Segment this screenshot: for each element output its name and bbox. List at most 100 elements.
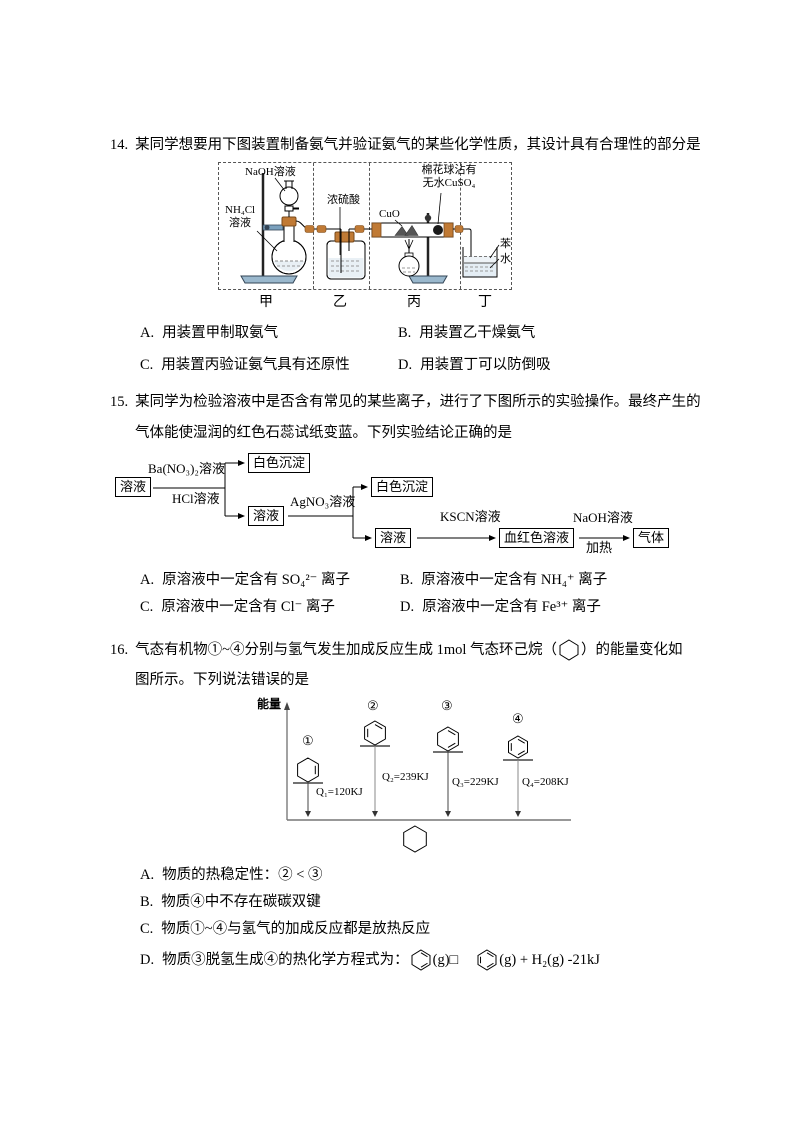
q16-stem-text2: 图所示。下列说法错误的是 (135, 672, 309, 688)
round-flask-icon (271, 216, 307, 275)
q15-stem-line1: 15. 某同学为检验溶液中是否含有常见的某些离子，进行了下图所示的实验操作。最终… (110, 393, 701, 412)
option-text: 物质①~④与氢气的加成反应都是放热反应 (161, 921, 431, 937)
q16-stem-text1: 气态有机物①~④分别与氢气发生加成反应生成 1mol 气态环己烷（ (135, 641, 558, 658)
flow-reagent-kscn: KSCN溶液 (440, 509, 501, 524)
cyclohexane-hexagon-icon (559, 639, 579, 661)
alcohol-lamp-icon (398, 239, 420, 277)
q15-stem-line2: 气体能使湿润的红色石蕊试纸变蓝。下列实验结论正确的是 (135, 424, 512, 443)
q14-option-b: B. 用装置乙干燥氨气 (398, 324, 535, 343)
option-text: 用装置丁可以防倒吸 (420, 357, 551, 373)
option-text: 用装置乙干燥氨气 (419, 325, 536, 341)
gas-washing-bottle-icon (326, 229, 366, 280)
q14-stem-text: 某同学想要用下图装置制备氨气并验证氨气的某些化学性质，其设计具有合理性的部分是 (135, 137, 701, 153)
flow-reagent-hcl: HCl溶液 (172, 491, 220, 506)
unit-label-yi: 乙 (333, 295, 347, 310)
nh4cl-pointer-line (256, 230, 278, 252)
species-4-number: ④ (512, 711, 524, 726)
cyclohexene-hexagon-icon (297, 757, 319, 783)
label-h2so4: 浓硫酸 (327, 194, 360, 206)
q2-value-label: Q₂=239KJ (382, 771, 429, 783)
q14-number: 14. (110, 137, 129, 153)
option-letter: B. (140, 894, 154, 910)
label-benzene: 苯 (500, 238, 511, 250)
flow-node-solution-3: 溶液 (375, 528, 412, 548)
option-letter: A. (140, 325, 155, 341)
divider-yi-bing (369, 163, 370, 289)
unit-label-bing: 丙 (407, 295, 421, 310)
q16-option-d: D. 物质③脱氢生成④的热化学方程式为： (g)□ (g) + H₂(g) -2… (140, 948, 600, 972)
connecting-tube-icon (295, 220, 341, 233)
q16-option-c: C. 物质①~④与氢气的加成反应都是放热反应 (140, 920, 430, 939)
apparatus-drawing (240, 173, 500, 284)
q16-stem-line1: 16. 气态有机物①~④分别与氢气发生加成反应生成 1mol 气态环己烷（ ）的… (110, 638, 683, 662)
flowchart-arrows (153, 460, 630, 541)
q15-stem-text2: 气体能使湿润的红色石蕊试纸变蓝。下列实验结论正确的是 (135, 425, 512, 441)
q4-value-label: Q₄=208KJ (522, 776, 569, 788)
unit-label-ding: 丁 (478, 295, 492, 310)
option-letter: A. (140, 867, 155, 883)
q15-number: 15. (110, 394, 129, 410)
option-text: 原溶液中一定含有 Cl⁻ 离子 (161, 599, 335, 615)
beaker-icon (462, 247, 498, 278)
option-text: 原溶液中一定含有 SO₄²⁻ 离子 (162, 572, 350, 588)
flow-node-solution-2: 溶液 (248, 506, 285, 526)
heating-tube-icon (371, 222, 454, 238)
q14-stem: 14. 某同学想要用下图装置制备氨气并验证氨气的某些化学性质，其设计具有合理性的… (110, 136, 701, 155)
q15-option-d: D. 原溶液中一定含有 Fe³⁺ 离子 (400, 598, 601, 617)
q16-energy-diagram: 能量 ① ② ③ ④ Q₁=120KJ Q₂=239KJ Q₃=229KJ Q₄… (255, 696, 577, 858)
cyclohexadiene-hexagon-icon (411, 949, 431, 971)
flow-node-start: 溶液 (115, 477, 152, 497)
option-text: 物质③脱氢生成④的热化学方程式为： (162, 951, 409, 968)
option-letter: D. (398, 357, 413, 373)
unit-label-jia: 甲 (259, 295, 273, 310)
dropping-funnel-icon (279, 180, 299, 217)
benzene-hexagon-icon (477, 949, 497, 971)
option-text: 原溶液中一定含有 NH₄⁺ 离子 (421, 572, 608, 588)
option-letter: D. (400, 599, 415, 615)
flow-node-blood-red-solution: 血红色溶液 (499, 528, 575, 548)
option-text: (g) + H₂(g) -21kJ (499, 951, 600, 968)
option-letter: A. (140, 572, 155, 588)
q14-option-a: A. 用装置甲制取氨气 (140, 324, 278, 343)
species-3-number: ③ (441, 698, 453, 713)
flow-reagent-banо3: Ba(NO₃)₂溶液 (148, 461, 225, 476)
q16-stem-text1b: ）的能量变化如 (581, 641, 683, 658)
option-text: 用装置丙验证氨气具有还原性 (161, 357, 350, 373)
q14-apparatus-diagram: NaOH溶液 NH₄Cl 溶液 浓硫酸 CuO 棉花球沾有 无水CuSO₄ 苯 … (218, 162, 512, 290)
flow-condition-heat: 加热 (586, 540, 613, 555)
option-text: 物质④中不存在碳碳双键 (161, 894, 321, 910)
option-letter: C. (140, 357, 154, 373)
cotton-pointer-line (437, 192, 442, 225)
option-text: 物质的热稳定性：② < ③ (162, 867, 323, 883)
label-nh4cl: NH₄Cl 溶液 (225, 204, 256, 229)
q16-number: 16. (110, 641, 129, 658)
label-naoh: NaOH溶液 (245, 166, 296, 178)
q14-option-d: D. 用装置丁可以防倒吸 (398, 356, 551, 375)
flow-reagent-agno3: AgNO₃溶液 (290, 494, 356, 509)
q15-option-a: A. 原溶液中一定含有 SO₄²⁻ 离子 (140, 571, 350, 590)
benzene-hexagon-icon (508, 735, 528, 759)
option-text: (g)□ (432, 951, 459, 968)
energy-diagram-drawing (284, 702, 571, 853)
flow-node-gas: 气体 (633, 528, 670, 548)
benzene-pointer-line (489, 244, 500, 259)
option-letter: C. (140, 921, 154, 937)
water-pointer-line (489, 258, 500, 269)
option-letter: C. (140, 599, 154, 615)
connecting-tube-icon (453, 225, 472, 261)
option-letter: D. (140, 951, 155, 968)
q14-option-c: C. 用装置丙验证氨气具有还原性 (140, 356, 350, 375)
stand-icon (240, 173, 298, 284)
cuo-pointer-line (394, 219, 403, 227)
flow-reagent-naoh: NaOH溶液 (573, 510, 633, 525)
label-cuo: CuO (379, 208, 400, 220)
q15-option-b: B. 原溶液中一定含有 NH₄⁺ 离子 (400, 571, 607, 590)
cotton-ball-icon (433, 225, 443, 235)
cyclohexane-hexagon-icon (403, 825, 427, 853)
cyclohexadiene-hexagon-icon (437, 726, 459, 752)
axis-arrow-up-icon (284, 702, 290, 710)
species-1-number: ① (302, 733, 314, 748)
option-letter: B. (400, 572, 414, 588)
naoh-pointer-line (274, 177, 286, 192)
q15-stem-text1: 某同学为检验溶液中是否含有常见的某些离子，进行了下图所示的实验操作。最终产生的 (135, 394, 701, 410)
